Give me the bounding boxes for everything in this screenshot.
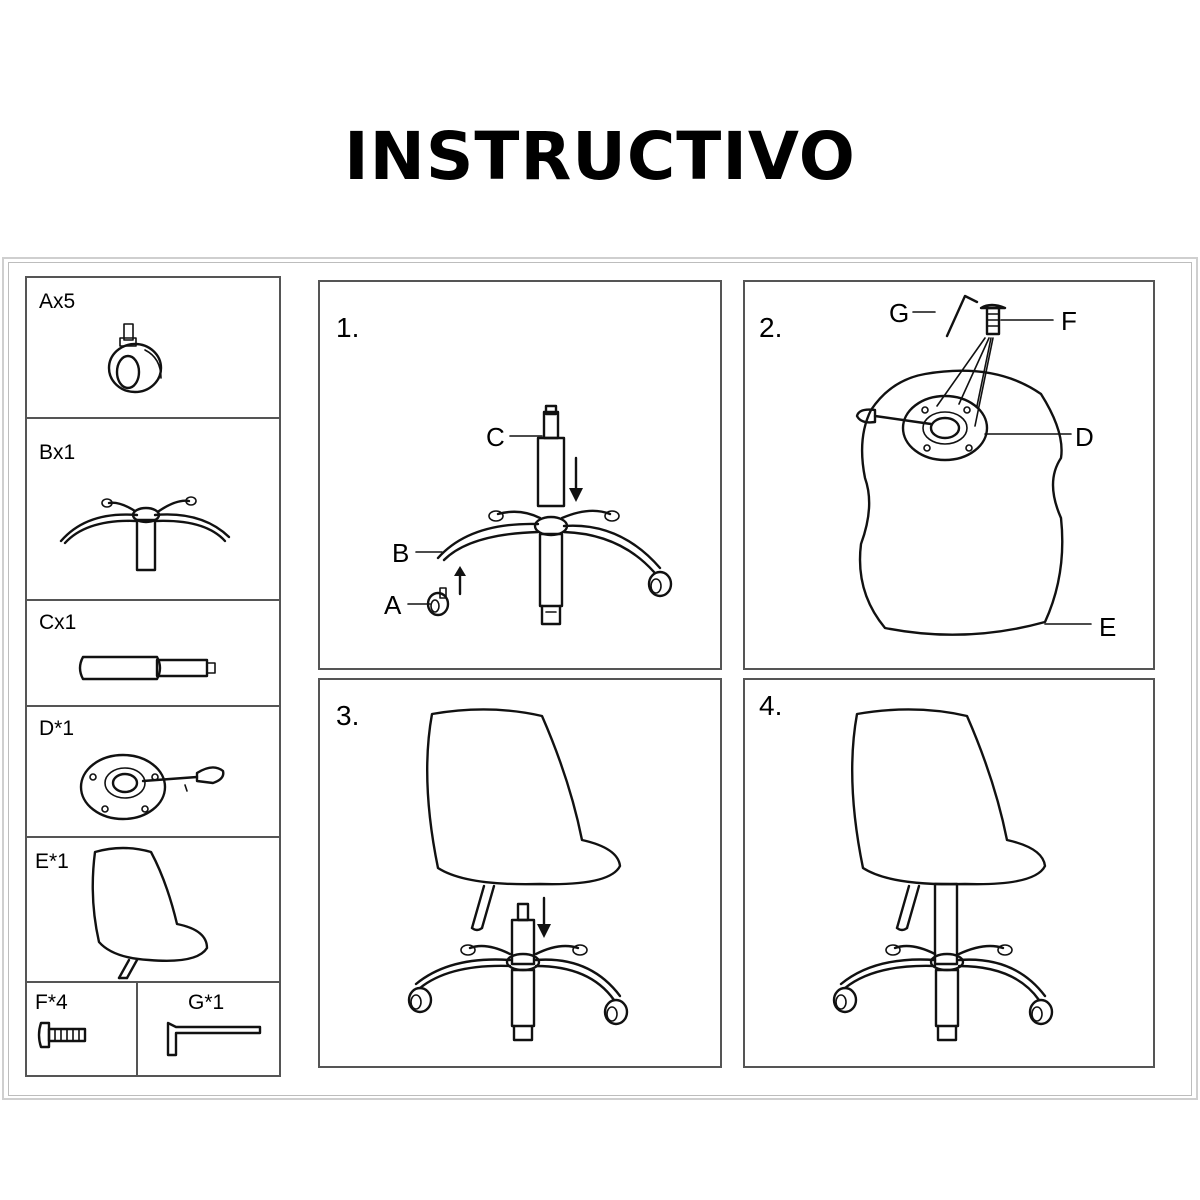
callout-d: D	[1075, 422, 1094, 452]
part-b-label: Bx1	[39, 441, 76, 464]
page-title: INSTRUCTIVO	[344, 118, 856, 195]
mounting-plate-icon	[79, 753, 225, 821]
callout-g: G	[889, 298, 910, 328]
step-3-panel: 3.	[318, 678, 722, 1068]
step-2-number: 2.	[759, 312, 783, 343]
star-base-icon	[59, 496, 231, 572]
assembled-chair-illustration	[832, 708, 1054, 1042]
part-f-label: F*4	[35, 991, 68, 1014]
seat-mounting-illustration	[855, 294, 1092, 636]
callout-a: A	[384, 590, 402, 620]
callout-c: C	[486, 422, 505, 452]
screw-icon	[37, 1021, 87, 1049]
part-a-cell: Ax5	[25, 276, 281, 419]
allen-key-icon	[166, 1021, 262, 1057]
part-c-label: Cx1	[39, 611, 77, 634]
part-e-label: E*1	[35, 850, 69, 873]
gas-lift-cylinder-icon	[78, 655, 216, 681]
callout-b: B	[392, 538, 410, 568]
part-f-cell: F*4	[25, 981, 138, 1077]
seat-shell-icon	[91, 846, 209, 980]
part-d-label: D*1	[39, 717, 75, 740]
step-4-panel: 4.	[743, 678, 1155, 1068]
step-2-panel: 2. G F D E	[743, 280, 1155, 670]
part-b-cell: Bx1	[25, 417, 281, 601]
caster-wheel-icon	[107, 323, 163, 394]
step-1-number: 1.	[336, 312, 360, 343]
part-g-label: G*1	[188, 991, 225, 1014]
step-1-panel: 1. C B A	[318, 280, 722, 670]
base-assembly-illustration	[407, 404, 673, 626]
step-3-number: 3.	[336, 700, 360, 731]
seat-to-base-illustration	[407, 708, 629, 1042]
part-e-cell: E*1	[25, 836, 281, 983]
part-d-cell: D*1	[25, 705, 281, 838]
inner-frame	[8, 262, 1192, 1096]
step-4-number: 4.	[759, 690, 783, 721]
outer-frame	[2, 257, 1198, 1100]
part-c-cell: Cx1	[25, 599, 281, 707]
part-g-cell: G*1	[136, 981, 281, 1077]
part-a-label: Ax5	[39, 290, 76, 313]
callout-f: F	[1061, 306, 1077, 336]
callout-e: E	[1099, 612, 1117, 642]
